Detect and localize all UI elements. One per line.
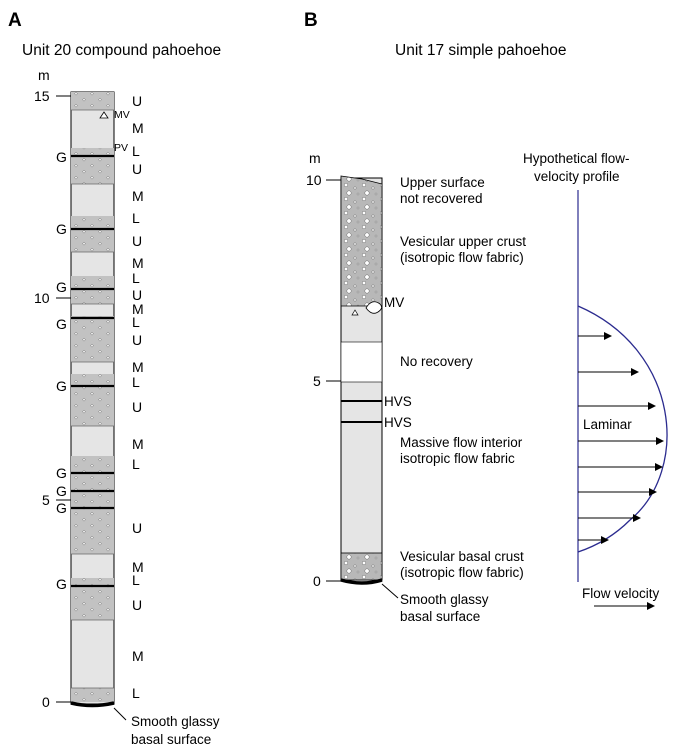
vesicular-band [71, 374, 114, 426]
zone-label: M [132, 359, 144, 375]
zone-label: U [132, 597, 142, 613]
column-a [70, 91, 115, 708]
column-b [340, 175, 383, 585]
zone-label: U [132, 332, 142, 348]
zone-label: L [132, 314, 140, 330]
mv-vesicle [365, 301, 382, 314]
desc-massive-1: Massive flow interior [400, 435, 523, 450]
desc-vesicular-basal-1: Vesicular basal crust [400, 549, 524, 564]
g-label: G [56, 465, 67, 481]
zone-label: M [132, 436, 144, 452]
desc-base-2: basal surface [400, 609, 480, 624]
desc-vesicular-upper-1: Vesicular upper crust [400, 234, 526, 249]
flow-velocity-label: Flow velocity [582, 586, 660, 601]
tick-label: 5 [42, 492, 50, 508]
g-label: G [56, 279, 67, 295]
base-leader-b [381, 583, 399, 599]
desc-base-1: Smooth glassy [400, 592, 489, 607]
desc-massive-2: isotropic flow fabric [400, 451, 515, 466]
zone-label: U [132, 233, 142, 249]
pv-label: PV [114, 142, 128, 154]
zone-label: M [132, 120, 144, 136]
zone-label: U [132, 287, 142, 303]
desc-no-recovery: No recovery [400, 354, 473, 369]
zone-label: M [132, 301, 144, 317]
zone-label: M [132, 255, 144, 271]
g-label: G [56, 483, 67, 499]
zone-label: M [132, 559, 144, 575]
desc-vesicular-basal-2: (isotropic flow fabric) [400, 565, 524, 580]
zone-label: L [132, 685, 140, 701]
vesicular-upper-crust [340, 175, 383, 307]
desc-upper-surface-2: not recovered [400, 191, 483, 206]
tick-label: 5 [313, 373, 321, 389]
mv-label: MV [114, 109, 130, 121]
panel-b-title: Unit 17 simple pahoehoe [395, 42, 566, 59]
panel-b-axis-unit: m [309, 150, 321, 166]
panel-a-letter: A [8, 10, 22, 31]
vesicular-band [71, 216, 114, 252]
zone-label: U [132, 520, 142, 536]
tick-label: 10 [34, 290, 50, 306]
vesicular-basal-crust [340, 552, 383, 581]
zone-label: L [132, 456, 140, 472]
zone-label: U [132, 399, 142, 415]
zone-label: L [132, 270, 140, 286]
zone-label: L [132, 374, 140, 390]
mv-vesicle [351, 309, 359, 316]
vesicular-band [71, 688, 114, 702]
mv-label-b: MV [384, 295, 404, 310]
desc-vesicular-upper-2: (isotropic flow fabric) [400, 250, 524, 265]
vesicular-band [71, 92, 114, 110]
g-label: G [56, 500, 67, 516]
tick-label: 15 [34, 88, 50, 104]
zone-label: L [132, 143, 140, 159]
vesicular-band [71, 456, 114, 554]
zone-label: L [132, 210, 140, 226]
laminar-label: Laminar [583, 417, 632, 432]
base-label-a-line2: basal surface [131, 732, 211, 747]
tick-label: 0 [313, 573, 321, 589]
tick-label: 10 [306, 172, 322, 188]
g-label: G [56, 149, 67, 165]
tick-label: 0 [42, 694, 50, 710]
panel-b-letter: B [304, 10, 318, 31]
basal-surface-a [70, 701, 115, 708]
zone-label: M [132, 188, 144, 204]
hvs-label: HVS [384, 394, 412, 409]
g-label: G [56, 378, 67, 394]
g-label: G [56, 576, 67, 592]
vesicular-band [71, 148, 114, 184]
base-leader-a [113, 707, 127, 721]
zone-label: M [132, 648, 144, 664]
zone-label: L [132, 572, 140, 588]
profile-title-2: velocity profile [534, 169, 620, 184]
zone-label: U [132, 93, 142, 109]
no-recovery-zone [340, 341, 383, 383]
hvs-label: HVS [384, 415, 412, 430]
panel-a-title: Unit 20 compound pahoehoe [22, 42, 221, 59]
mv-vesicle-mark [99, 111, 109, 119]
base-label-a-line1: Smooth glassy [131, 714, 220, 729]
velocity-arrows [578, 332, 664, 544]
basal-surface-b [340, 578, 383, 585]
zone-label: U [132, 161, 142, 177]
profile-title-1: Hypothetical flow- [523, 151, 630, 166]
panel-a-axis-unit: m [38, 67, 50, 83]
vesicular-band [71, 316, 114, 362]
desc-upper-surface-1: Upper surface [400, 175, 485, 190]
g-label: G [56, 316, 67, 332]
vesicular-band [71, 578, 114, 620]
g-label: G [56, 221, 67, 237]
